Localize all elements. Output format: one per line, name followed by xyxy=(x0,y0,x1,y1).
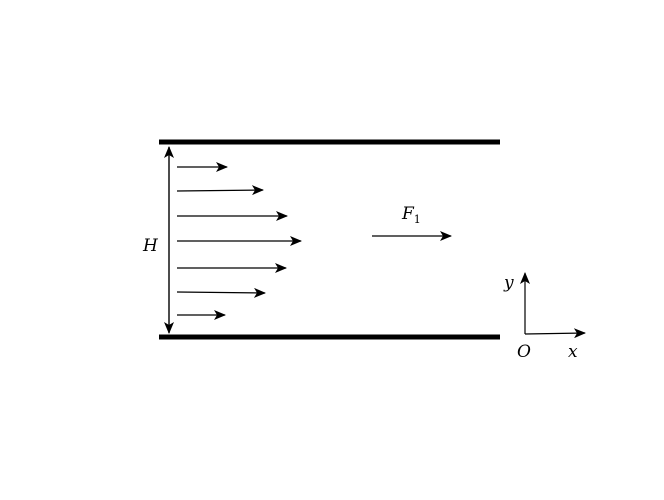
velocity-profile xyxy=(176,162,302,320)
x-axis-arrow xyxy=(524,328,586,339)
velocity-arrow xyxy=(176,287,266,298)
coordinate-axes: O x y xyxy=(503,272,586,362)
origin-label: O xyxy=(517,342,531,362)
force-subscript: 1 xyxy=(414,213,421,226)
y-axis-label: y xyxy=(503,273,514,293)
force-label: F1 xyxy=(401,204,421,226)
velocity-arrow xyxy=(176,185,264,196)
height-label: H xyxy=(142,236,159,256)
x-axis-label: x xyxy=(568,342,578,362)
force-symbol: F xyxy=(401,204,415,224)
